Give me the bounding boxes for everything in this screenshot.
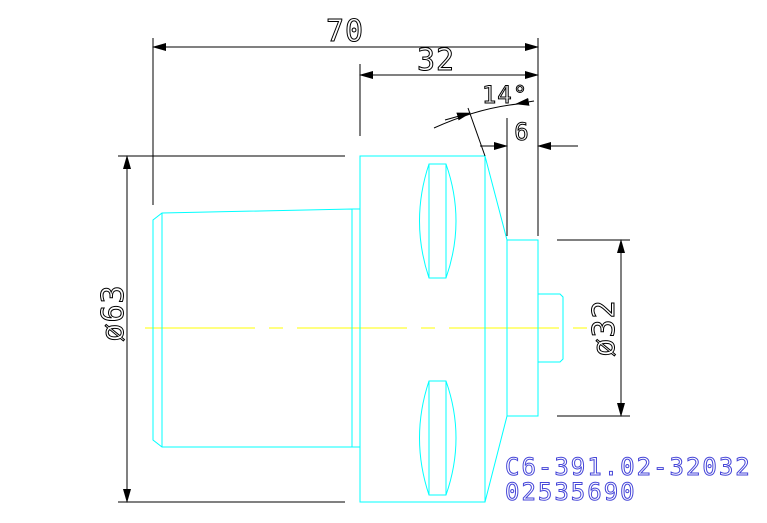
dim-text-70: 70	[326, 14, 364, 49]
dim-text-14deg: 14°	[482, 81, 528, 109]
dim-text-63: ø63	[96, 284, 131, 341]
nose-stub	[538, 293, 564, 363]
lower-drive-slot	[419, 380, 457, 496]
flange-body	[359, 155, 486, 503]
pilot-section	[506, 239, 539, 417]
part-code-line2: 02535690	[505, 478, 637, 506]
taper-cone	[484, 155, 508, 503]
dim-arc-14deg	[433, 103, 519, 129]
part-outline	[152, 155, 564, 503]
upper-drive-slot	[419, 163, 457, 279]
dim-text-32-horizontal: 32	[417, 43, 455, 78]
dim-text-32-vertical: ø32	[587, 299, 622, 356]
dim-text-6: 6	[514, 118, 529, 146]
part-code-line1: C6-391.02-32032	[505, 453, 752, 481]
dimension-lines	[118, 38, 630, 503]
